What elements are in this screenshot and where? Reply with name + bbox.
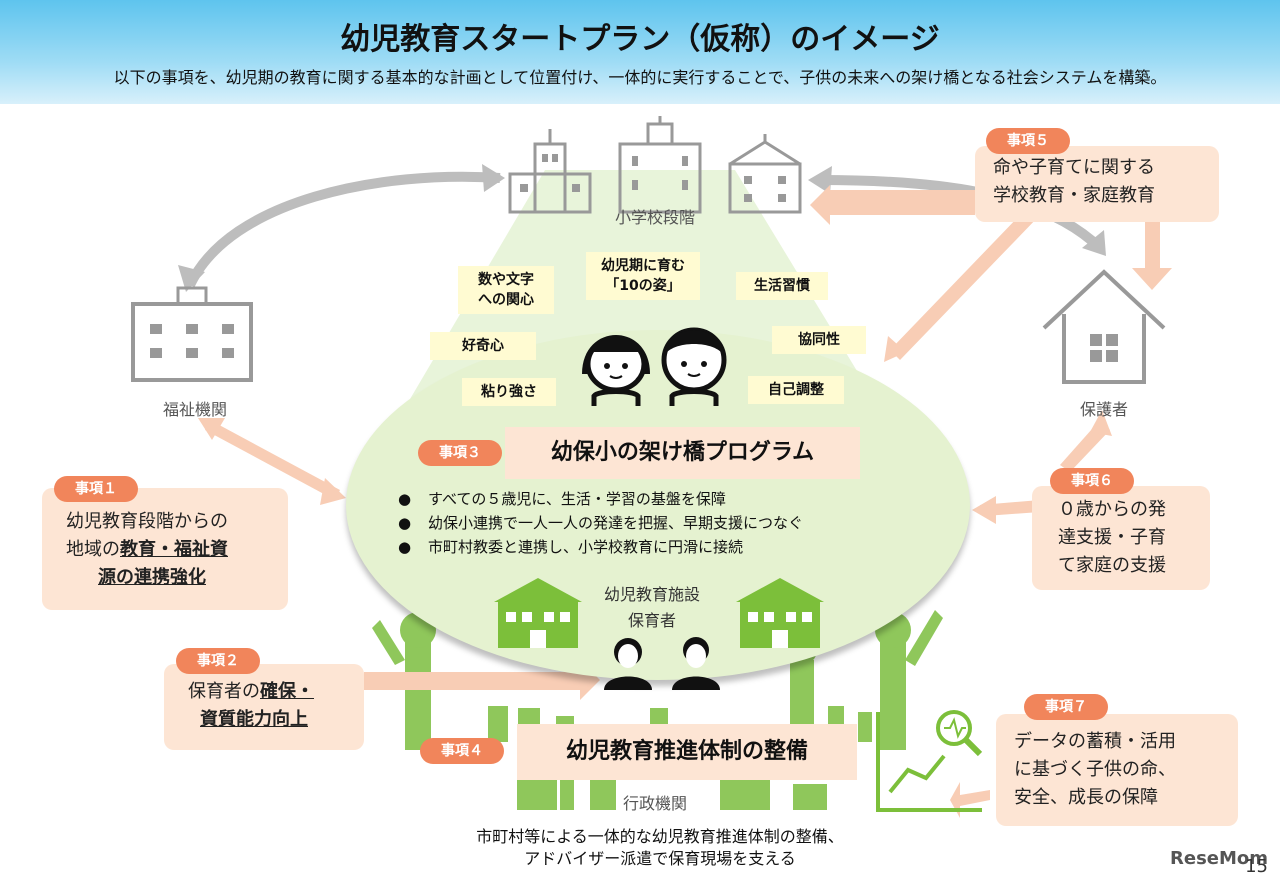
facility-label: 幼児教育施設保育者 xyxy=(603,585,700,630)
item4-tag: 事項４ xyxy=(420,738,504,764)
item7-note: データの蓄積・活用 に基づく子供の命、 安全、成長の保障 xyxy=(996,714,1238,826)
bridge-program-title: 幼保小の架け橋プログラム xyxy=(505,427,860,479)
page-subtitle: 以下の事項を、幼児期の教育に関する基本的な計画として位置付け、一体的に実行するこ… xyxy=(113,68,1167,87)
item3-tag: 事項３ xyxy=(418,440,502,466)
caregivers-icon xyxy=(604,637,720,690)
trait-persistence: 粘り強さ xyxy=(462,378,556,406)
program-ellipse xyxy=(346,330,970,680)
welfare-building-icon xyxy=(131,286,253,382)
arrowhead-to-school xyxy=(482,164,505,192)
admin-label: 行政機関 xyxy=(622,794,687,813)
item2-tag: 事項２ xyxy=(176,648,260,674)
footer-caption: 市町村等による一体的な幼児教育推進体制の整備、 アドバイザー派遣で保育現場を支え… xyxy=(476,827,844,868)
list-item: ●市町村教委と連携し、小学校教育に円滑に接続 xyxy=(398,538,744,556)
arrowhead-to-school-right xyxy=(808,166,832,194)
item2-note: 保育者の確保・ 資質能力向上 xyxy=(164,664,364,750)
item3-bullet-list: ●すべての５歳児に、生活・学習の基盤を保障 ●幼保小連携で一人一人の発達を把握、… xyxy=(398,487,958,559)
trait-interest-in-numbers: 数や文字への関心 xyxy=(458,266,554,314)
elementary-school-icon xyxy=(508,116,802,214)
item5-note: 命や子育てに関する 学校教育・家庭教育 xyxy=(975,146,1219,222)
page-number: 15 xyxy=(1245,856,1268,877)
kindergarten-right-icon xyxy=(736,578,824,648)
children-icon xyxy=(582,327,727,406)
trait-daily-habits: 生活習慣 xyxy=(736,272,828,300)
item6-note: ０歳からの発 達支援・子育 て家庭の支援 xyxy=(1032,486,1210,590)
arrowhead-to-welfare xyxy=(178,265,205,292)
arrow-welfare-school xyxy=(185,171,501,288)
school-label: 小学校段階 xyxy=(614,208,695,227)
promotion-system-title: 幼児教育推進体制の整備 xyxy=(517,724,857,780)
item6-tag: 事項６ xyxy=(1050,468,1134,494)
trait-ten-figures: 幼児期に育む「10の姿」 xyxy=(586,252,700,300)
header-banner: 幼児教育スタートプラン（仮称）のイメージ 以下の事項を、幼児期の教育に関する基本… xyxy=(0,0,1280,104)
kindergarten-left-icon xyxy=(494,578,582,648)
arrowhead-to-guardian xyxy=(1082,230,1106,256)
item1-tag: 事項１ xyxy=(54,476,138,502)
house-icon xyxy=(1042,269,1166,384)
item1-note: 幼児教育段階からの 地域の教育・福祉資 源の連携強化 xyxy=(42,488,288,610)
item5-tag: 事項５ xyxy=(986,128,1070,154)
resemom-logo: ReseMom xyxy=(1170,848,1269,869)
trait-cooperation: 協同性 xyxy=(772,326,866,354)
item7-tag: 事項７ xyxy=(1024,694,1108,720)
list-item: ●幼保小連携で一人一人の発達を把握、早期支援につなぐ xyxy=(398,514,804,532)
guardian-label: 保護者 xyxy=(1079,400,1128,419)
list-item: ●すべての５歳児に、生活・学習の基盤を保障 xyxy=(398,490,726,508)
welfare-label: 福祉機関 xyxy=(162,400,227,419)
trait-self-regulation: 自己調整 xyxy=(748,376,844,404)
data-analysis-icon xyxy=(876,710,983,812)
trait-curiosity: 好奇心 xyxy=(430,332,536,360)
page-title: 幼児教育スタートプラン（仮称）のイメージ xyxy=(340,22,940,57)
